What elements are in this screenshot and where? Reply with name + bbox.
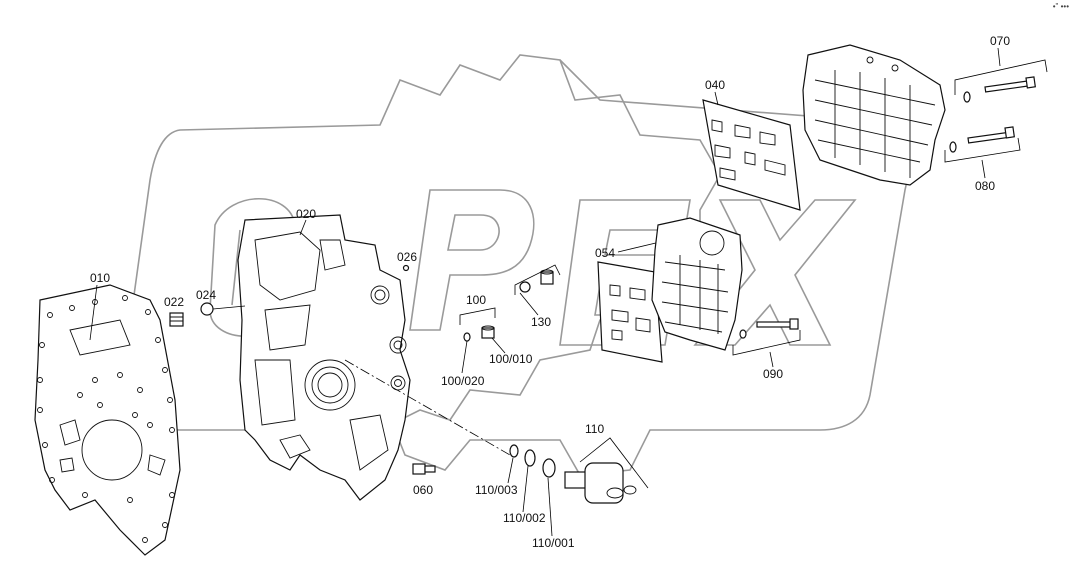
part-110-solenoid: [564, 462, 637, 504]
label-022: 022: [164, 295, 184, 309]
part-130-oring: [519, 281, 531, 293]
centerline: [344, 359, 511, 456]
corner-mark: •" •••: [1052, 2, 1069, 11]
label-110-002: 110/002: [503, 511, 546, 525]
label-100-010: 100/010: [489, 352, 533, 366]
part-valve-body-upper: [802, 44, 946, 186]
part-010-gasket: [34, 284, 181, 556]
label-024: 024: [196, 288, 216, 302]
label-090: 090: [763, 367, 783, 381]
part-070-bolt: [963, 76, 1036, 103]
part-110-002-oring: [524, 449, 536, 467]
gasket-bolt-holes: [37, 295, 175, 543]
label-100: 100: [466, 293, 486, 307]
part-026-pin: [402, 264, 410, 272]
part-valve-body-lower: [651, 217, 743, 351]
part-060-bolt: [412, 463, 436, 475]
label-060: 060: [413, 483, 433, 497]
part-024-ring: [200, 302, 214, 316]
label-026: 026: [397, 250, 417, 264]
label-110: 110: [585, 422, 604, 436]
part-110-003-oring: [509, 444, 519, 458]
part-130-plug: [540, 269, 554, 285]
part-022-plug: [169, 312, 184, 327]
watermark-gear-outline: [123, 54, 721, 431]
label-020: 020: [296, 207, 316, 221]
part-110-001-oring: [542, 458, 556, 478]
part-100-020-oring: [463, 332, 471, 342]
label-010: 010: [90, 271, 110, 285]
watermark-letter-x: [693, 199, 857, 346]
label-080: 080: [975, 179, 995, 193]
label-130: 130: [531, 315, 551, 329]
label-040: 040: [705, 78, 725, 92]
part-080-bolt: [949, 126, 1015, 153]
part-020-housing: [237, 214, 411, 501]
label-110-001: 110/001: [532, 536, 575, 550]
part-054-separator-plate: [597, 261, 663, 363]
label-054: 054: [595, 246, 615, 260]
label-070: 070: [990, 34, 1010, 48]
label-100-020: 100/020: [441, 374, 485, 388]
watermark-letter-p: [409, 189, 535, 331]
part-100-010-plug: [481, 325, 495, 339]
label-110-003: 110/003: [475, 483, 518, 497]
part-040-plate: [702, 99, 801, 211]
part-090-bolt: [739, 318, 799, 339]
